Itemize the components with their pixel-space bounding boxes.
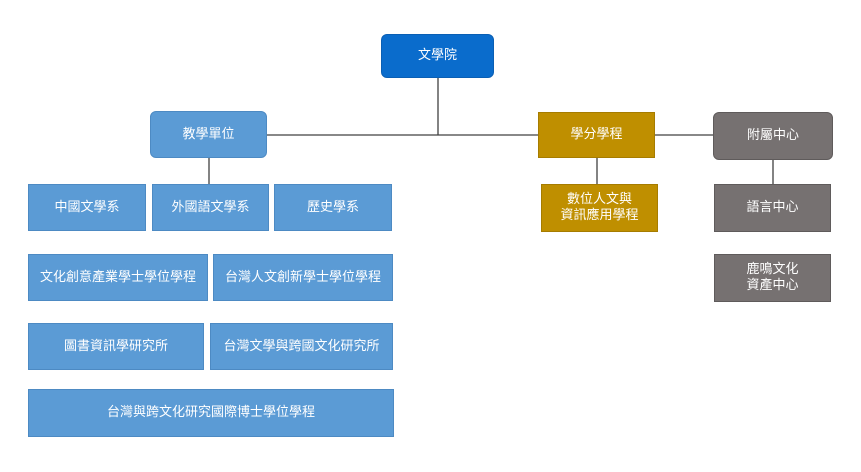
unit-cultural-creative-program[interactable]: 文化創意產業學士學位學程 — [28, 254, 208, 301]
branch-node-affiliated-centers[interactable]: 附屬中心 — [713, 112, 833, 160]
program-digital-humanities[interactable]: 數位人文與 資訊應用學程 — [541, 184, 658, 232]
unit-library-information-institute[interactable]: 圖書資訊學研究所 — [28, 323, 204, 370]
branch-node-credit-programs[interactable]: 學分學程 — [538, 112, 655, 158]
root-node-college[interactable]: 文學院 — [381, 34, 494, 78]
unit-history[interactable]: 歷史學系 — [274, 184, 392, 231]
branch-node-teaching-units[interactable]: 教學單位 — [150, 111, 267, 158]
unit-taiwan-literature-institute[interactable]: 台灣文學與跨國文化研究所 — [210, 323, 393, 370]
center-luming-cultural-heritage[interactable]: 鹿鳴文化 資產中心 — [714, 254, 831, 302]
unit-chinese-literature[interactable]: 中國文學系 — [28, 184, 146, 231]
unit-international-phd-program[interactable]: 台灣與跨文化研究國際博士學位學程 — [28, 389, 394, 437]
unit-foreign-languages[interactable]: 外國語文學系 — [152, 184, 269, 231]
unit-taiwan-humanities-program[interactable]: 台灣人文創新學士學位學程 — [213, 254, 393, 301]
center-language[interactable]: 語言中心 — [714, 184, 831, 232]
